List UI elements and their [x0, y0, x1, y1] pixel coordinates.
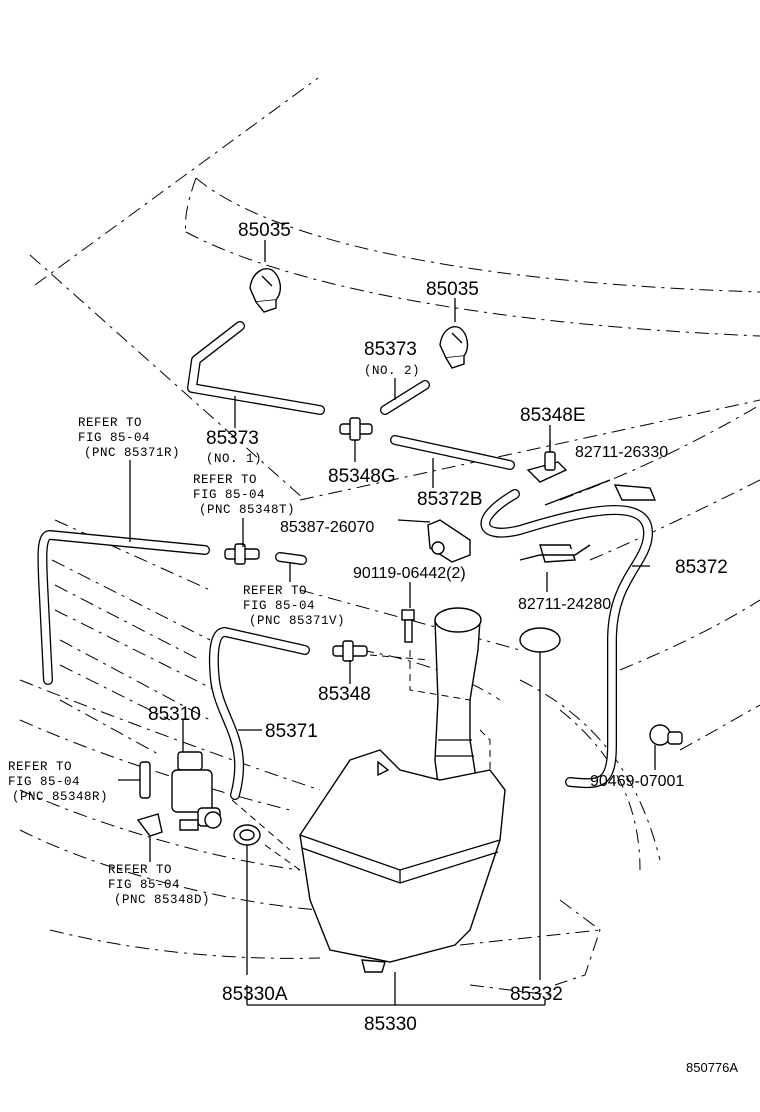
part-labels: 85035 85035 85373 (NO. 2) 85373 (NO. 1) …	[148, 220, 738, 1075]
hose-85371	[208, 627, 310, 800]
svg-text:REFER TO: REFER TO	[243, 584, 307, 598]
hose-85372	[480, 489, 653, 789]
label-85373-no1-note: (NO. 1)	[206, 452, 262, 466]
label-82711-24280: 82711-24280	[518, 596, 611, 613]
ref-85348T: REFER TO FIG 85-04 (PNC 85348T)	[193, 473, 295, 517]
label-85310: 85310	[148, 704, 201, 725]
figure-id: 850776A	[686, 1060, 738, 1075]
hose-85373-no2	[380, 380, 430, 415]
label-85348: 85348	[318, 684, 371, 705]
clamp-82711-26330	[613, 484, 657, 501]
washer-reservoir-85330	[299, 607, 506, 973]
label-85330: 85330	[364, 1014, 417, 1035]
hose-85371V	[275, 552, 307, 565]
svg-text:FIG 85-04: FIG 85-04	[8, 775, 80, 789]
svg-text:FIG 85-04: FIG 85-04	[193, 488, 265, 502]
joint-85348T	[224, 543, 260, 565]
joint-85348D	[136, 813, 163, 837]
joint-85348R	[139, 761, 151, 799]
ref-85348D: REFER TO FIG 85-04 (PNC 85348D)	[108, 863, 210, 907]
body-outline	[19, 77, 760, 996]
clip-90469	[649, 724, 683, 746]
svg-text:(PNC 85371V): (PNC 85371V)	[249, 614, 345, 628]
svg-text:(PNC 85371R): (PNC 85371R)	[84, 446, 180, 460]
ref-85371V: REFER TO FIG 85-04 (PNC 85371V)	[243, 584, 345, 628]
label-90119-06442: 90119-06442(2)	[353, 565, 466, 582]
label-85035-right: 85035	[426, 279, 479, 300]
svg-text:FIG 85-04: FIG 85-04	[78, 431, 150, 445]
label-85348E: 85348E	[520, 405, 586, 426]
label-90469-07001: 90469-07001	[590, 773, 684, 790]
washer-nozzle-right	[439, 326, 469, 369]
ref-85348R: REFER TO FIG 85-04 (PNC 85348R)	[8, 760, 108, 804]
svg-text:REFER TO: REFER TO	[8, 760, 72, 774]
cap-85332	[519, 627, 561, 653]
label-85348G: 85348G	[328, 466, 396, 487]
leader-lines	[118, 240, 656, 1006]
hose-85373-no1	[187, 321, 325, 415]
grommet-85330A	[233, 824, 261, 846]
label-85330A: 85330A	[222, 984, 288, 1005]
washer-pump-85310	[171, 751, 222, 831]
hose-85371R	[37, 530, 210, 685]
svg-text:FIG 85-04: FIG 85-04	[108, 878, 180, 892]
clip-85387-26070	[427, 519, 471, 563]
washer-nozzle-left	[249, 268, 282, 313]
label-85332: 85332	[510, 984, 563, 1005]
label-85372: 85372	[675, 557, 728, 578]
ref-85371R: REFER TO FIG 85-04 (PNC 85371R)	[78, 416, 180, 460]
label-82711-26330: 82711-26330	[575, 444, 668, 461]
bolt-90119	[401, 609, 415, 643]
label-85373-no1: 85373	[206, 428, 259, 449]
label-85372B: 85372B	[417, 489, 483, 510]
label-85371: 85371	[265, 721, 318, 742]
hose-85372B	[390, 435, 515, 470]
label-85387-26070: 85387-26070	[280, 519, 374, 536]
joint-85348G	[339, 417, 373, 462]
label-85035-left: 85035	[238, 220, 291, 241]
reference-notes: REFER TO FIG 85-04 (PNC 85371R) REFER TO…	[8, 416, 345, 907]
svg-text:(PNC 85348R): (PNC 85348R)	[12, 790, 108, 804]
joint-85348	[332, 640, 368, 662]
clamp-82711-24280	[519, 544, 591, 563]
label-85373-no2-note: (NO. 2)	[364, 364, 420, 378]
label-85373-no2: 85373	[364, 339, 417, 360]
svg-text:REFER TO: REFER TO	[108, 863, 172, 877]
joint-85348E	[526, 440, 568, 483]
svg-text:REFER TO: REFER TO	[193, 473, 257, 487]
svg-text:(PNC 85348D): (PNC 85348D)	[114, 893, 210, 907]
svg-text:REFER TO: REFER TO	[78, 416, 142, 430]
svg-text:(PNC 85348T): (PNC 85348T)	[199, 503, 295, 517]
svg-text:FIG 85-04: FIG 85-04	[243, 599, 315, 613]
